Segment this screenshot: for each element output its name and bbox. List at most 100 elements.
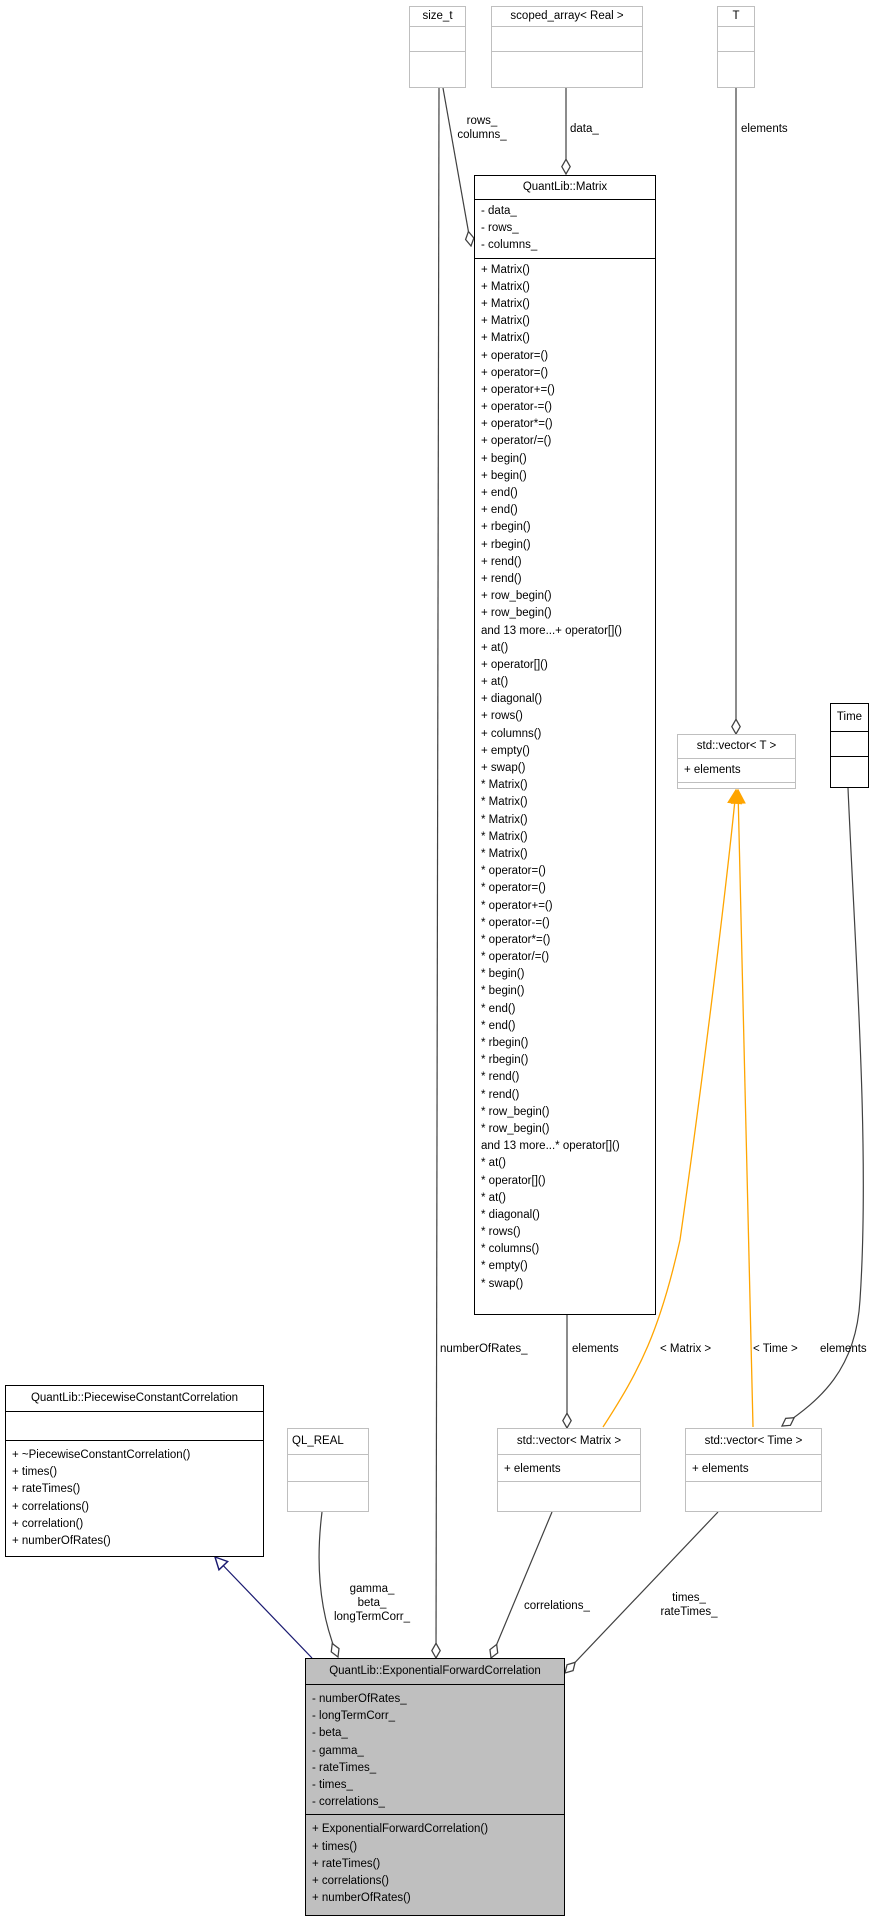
matrix-method: * operator=() <box>481 865 546 878</box>
matrix-method: + operator*=() <box>481 418 553 431</box>
matrix-method: * rows() <box>481 1226 521 1239</box>
label-longTermCorr: longTermCorr_ <box>333 1611 411 1623</box>
matrix-method: + end() <box>481 487 518 499</box>
matrix-attr: - columns_ <box>481 239 538 252</box>
node-size_t[interactable]: size_t <box>409 6 466 88</box>
matrix-method: * end() <box>481 1019 516 1032</box>
matrix-method: * Matrix() <box>481 779 528 792</box>
node-vector_t-title: std::vector< T > <box>696 740 777 752</box>
node-scoped_array[interactable]: scoped_array< Real > <box>491 6 643 88</box>
label-gamma: gamma_ <box>349 1583 395 1595</box>
node-vector_matrix-methods <box>498 1481 640 1508</box>
matrix-method: + Matrix() <box>481 263 530 276</box>
node-vector_matrix-title: std::vector< Matrix > <box>516 1435 622 1447</box>
label-elements-T: elements <box>741 123 788 135</box>
matrix-method: + Matrix() <box>481 315 530 328</box>
efc-method: + times() <box>312 1840 358 1853</box>
matrix-method: * begin() <box>481 985 525 998</box>
node-T-methods <box>718 51 754 76</box>
label-beta: beta_ <box>357 1597 387 1609</box>
efc-attr: - gamma_ <box>312 1744 364 1757</box>
node-vector_t[interactable]: std::vector< T > + elements <box>677 734 796 789</box>
edge-vector_matrix-efc <box>491 1511 553 1658</box>
label-rateTimes: rateTimes_ <box>660 1606 718 1618</box>
label-rows: rows_ <box>466 115 498 127</box>
matrix-method: + operator-=() <box>481 401 552 414</box>
matrix-method: + at() <box>481 676 509 689</box>
matrix-method: * rbegin() <box>481 1037 529 1049</box>
label-data: data_ <box>570 123 599 135</box>
matrix-method: * swap() <box>481 1277 524 1290</box>
node-efc-methods: + ExponentialForwardCorrelation() + time… <box>306 1814 564 1910</box>
label-tmpl-time: < Time > <box>753 1343 798 1355</box>
node-T-attrs <box>718 26 754 51</box>
node-ql_real-attrs <box>288 1454 368 1481</box>
node-ql_real[interactable]: QL_REAL <box>287 1428 369 1512</box>
node-vector_t-attrs: + elements <box>678 758 795 782</box>
matrix-method: * columns() <box>481 1243 540 1256</box>
matrix-attr: - rows_ <box>481 222 519 235</box>
matrix-method: + row_begin() <box>481 607 552 620</box>
label-numberOfRates: numberOfRates_ <box>440 1343 528 1355</box>
edge-efc-pcc <box>215 1557 313 1659</box>
edge-vector_t-vector_matrix <box>602 790 736 1428</box>
node-efc[interactable]: QuantLib::ExponentialForwardCorrelation … <box>305 1658 565 1916</box>
matrix-method: + operator/=() <box>481 435 552 448</box>
matrix-method: * empty() <box>481 1260 528 1273</box>
efc-method: + ExponentialForwardCorrelation() <box>312 1823 489 1836</box>
matrix-method: + diagonal() <box>481 693 543 706</box>
matrix-method: + rbegin() <box>481 538 531 551</box>
node-T[interactable]: T <box>717 6 755 88</box>
edge-size_t-matrix <box>442 87 471 246</box>
node-pcc[interactable]: QuantLib::PiecewiseConstantCorrelation +… <box>5 1385 264 1557</box>
matrix-method: + rend() <box>481 572 522 585</box>
efc-method: + correlations() <box>312 1874 390 1887</box>
matrix-method: * rbegin() <box>481 1054 529 1067</box>
node-pcc-title: QuantLib::PiecewiseConstantCorrelation <box>30 1392 239 1404</box>
matrix-method: * Matrix() <box>481 813 528 826</box>
label-rows_columns: rows_ columns_ <box>452 114 512 142</box>
node-efc-attrs: - numberOfRates_ - longTermCorr_ - beta_… <box>306 1684 564 1814</box>
node-vector_time-methods <box>686 1481 821 1508</box>
matrix-method: * at() <box>481 1191 506 1204</box>
matrix-method: * rend() <box>481 1071 520 1084</box>
matrix-method: + begin() <box>481 452 527 465</box>
matrix-method: + end() <box>481 504 518 517</box>
efc-attr: - correlations_ <box>312 1796 385 1809</box>
efc-attr: - numberOfRates_ <box>312 1693 407 1705</box>
matrix-method: * diagonal() <box>481 1208 540 1221</box>
node-ql_real-methods <box>288 1481 368 1508</box>
label-tmpl-matrix: < Matrix > <box>660 1343 712 1355</box>
matrix-method: + operator[]() <box>481 658 548 671</box>
efc-method: + numberOfRates() <box>312 1892 411 1905</box>
matrix-method: * at() <box>481 1157 506 1170</box>
matrix-method: + swap() <box>481 762 526 774</box>
pcc-method: + rateTimes() <box>12 1483 81 1496</box>
node-vector_t-methods <box>678 782 795 803</box>
edge-ql_real-efc <box>318 1511 338 1657</box>
matrix-method: + rbegin() <box>481 521 531 534</box>
node-matrix[interactable]: QuantLib::Matrix - data_ - rows_ - colum… <box>474 175 656 1315</box>
efc-attr: - longTermCorr_ <box>312 1710 396 1723</box>
label-correlations: correlations_ <box>524 1600 590 1612</box>
matrix-method: * begin() <box>481 968 525 981</box>
pcc-method: + correlations() <box>12 1500 90 1513</box>
matrix-method: * Matrix() <box>481 830 528 843</box>
edge-size_t-efc <box>436 87 439 1658</box>
efc-attr: - rateTimes_ <box>312 1761 377 1774</box>
matrix-method: + Matrix() <box>481 280 530 293</box>
matrix-method: + operator=() <box>481 349 549 362</box>
matrix-method: + Matrix() <box>481 332 530 345</box>
node-vector_time[interactable]: std::vector< Time > + elements <box>685 1428 822 1512</box>
node-time[interactable]: Time <box>830 703 869 788</box>
node-vector_matrix[interactable]: std::vector< Matrix > + elements <box>497 1428 641 1512</box>
pcc-method: + correlation() <box>12 1517 84 1530</box>
vector_time-attr: + elements <box>692 1463 749 1475</box>
node-pcc-attrs <box>6 1411 263 1440</box>
node-scoped_array-methods <box>492 51 642 76</box>
label-times: times_ <box>672 1592 706 1604</box>
node-vector_time-title: std::vector< Time > <box>704 1435 803 1447</box>
node-time-title: Time <box>836 711 863 723</box>
label-elements-matrix: elements <box>572 1343 619 1355</box>
edge-time-vector_time <box>782 787 864 1426</box>
